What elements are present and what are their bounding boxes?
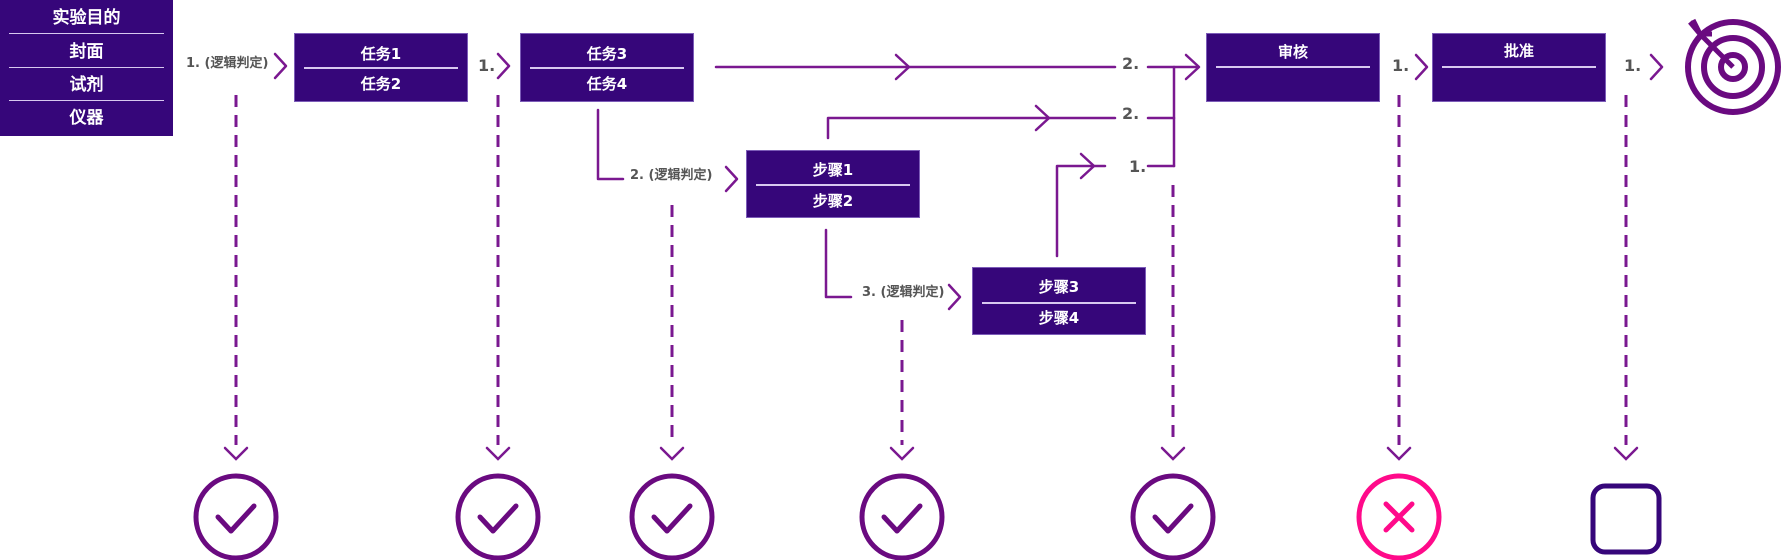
arrow-chevron <box>1184 53 1201 81</box>
node-approve[interactable]: 批准 <box>1432 33 1606 102</box>
down-chevron <box>889 446 915 461</box>
down-chevron <box>1386 446 1412 461</box>
edge-label: 1. (逻辑判定) <box>186 56 269 71</box>
node-label-top: 步骤1 <box>812 161 854 179</box>
node-divider <box>1442 66 1596 68</box>
node-label-top: 任务3 <box>586 45 628 63</box>
edge-label: 3. (逻辑判定) <box>862 285 945 300</box>
legend-item-cover: 封面 <box>69 42 104 62</box>
arrow-chevron <box>947 283 962 311</box>
target-icon <box>1685 18 1781 115</box>
legend-item-instrument: 仪器 <box>69 108 104 128</box>
arrow-chevron <box>1034 104 1051 132</box>
connector-line <box>826 116 1117 140</box>
arrow-chevron <box>1079 152 1096 180</box>
node-divider <box>756 184 910 186</box>
node-review[interactable]: 审核 <box>1206 33 1380 102</box>
legend-divider <box>9 100 164 101</box>
check-circle-icon <box>455 473 541 560</box>
empty-square-icon <box>1590 483 1662 555</box>
node-divider <box>530 67 684 69</box>
node-label-bottom: 任务4 <box>586 75 628 93</box>
connector-line <box>596 108 625 181</box>
node-task-1-2[interactable]: 任务1 任务2 <box>294 33 468 102</box>
node-divider <box>1216 66 1370 68</box>
node-step-3-4[interactable]: 步骤3 步骤4 <box>972 267 1146 335</box>
connector-line <box>824 228 853 299</box>
legend-item-reagent: 试剂 <box>69 75 104 95</box>
node-label-top: 步骤3 <box>1038 278 1080 296</box>
down-chevron <box>223 446 249 461</box>
node-task-3-4[interactable]: 任务3 任务4 <box>520 33 694 102</box>
edge-label: 2. <box>1122 54 1140 73</box>
arrow-chevron <box>1414 53 1429 81</box>
check-circle-icon <box>1130 473 1216 560</box>
node-divider <box>982 302 1136 304</box>
edge-label: 2. (逻辑判定) <box>630 168 713 183</box>
arrow-chevron <box>1649 53 1664 81</box>
edge-label: 1. <box>1624 56 1642 75</box>
node-label-bottom: 步骤4 <box>1038 309 1080 327</box>
legend-divider <box>9 33 164 34</box>
node-label-top: 任务1 <box>360 45 402 63</box>
legend-divider <box>9 67 164 68</box>
node-label-bottom: 步骤2 <box>812 192 854 210</box>
node-step-1-2[interactable]: 步骤1 步骤2 <box>746 150 920 218</box>
check-circle-icon <box>193 473 279 560</box>
arrow-chevron <box>894 53 911 81</box>
node-label-top: 审核 <box>1277 43 1308 61</box>
edge-label: 1. <box>1129 157 1147 176</box>
node-label-top: 批准 <box>1503 42 1534 60</box>
arrow-chevron <box>724 165 739 193</box>
x-circle-icon <box>1356 473 1442 560</box>
edge-label: 2. <box>1122 104 1140 123</box>
edge-label: 1. <box>1392 56 1410 75</box>
down-chevron <box>1160 446 1186 461</box>
check-circle-icon <box>859 473 945 560</box>
arrow-chevron <box>496 52 511 80</box>
legend-item-purpose: 实验目的 <box>52 8 121 28</box>
down-chevron <box>659 446 685 461</box>
down-chevron <box>485 446 511 461</box>
connector-line <box>1055 164 1107 258</box>
down-chevron <box>1613 446 1639 461</box>
check-circle-icon <box>629 473 715 560</box>
node-divider <box>304 67 458 69</box>
node-label-bottom: 任务2 <box>360 75 402 93</box>
edge-label: 1. <box>478 56 496 75</box>
legend-panel: 实验目的 封面 试剂 仪器 <box>0 0 173 136</box>
arrow-chevron <box>273 52 288 80</box>
